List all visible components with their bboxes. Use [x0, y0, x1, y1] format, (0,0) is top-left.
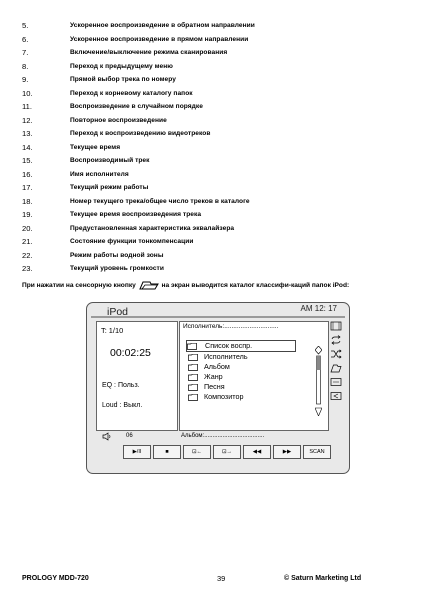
list-item: 9.Прямой выбор трека по номеру [22, 75, 176, 84]
stop-button[interactable]: ■ [153, 445, 181, 459]
title-divider [91, 316, 345, 318]
folder-icon [188, 363, 198, 371]
clock: AM 12: 17 [300, 304, 337, 313]
footer-model: PROLOGY MDD-720 [22, 575, 89, 582]
list-item: 21.Состояние функции тонкомпенсации [22, 237, 194, 246]
list-item: 16.Имя исполнителя [22, 169, 129, 179]
list-item: 10.Переход к корневому каталогу папок [22, 88, 193, 98]
artist-header: Исполнитель:............................… [183, 323, 279, 330]
next-track-button[interactable]: ⊡→ [213, 445, 241, 459]
category-item[interactable]: Список воспр. [186, 340, 296, 352]
list-item: 5.Ускоренное воспроизведение в обратном … [22, 21, 255, 30]
list-item: 13.Переход к воспроизведению видеотреков [22, 129, 211, 138]
scroll-down-icon [315, 407, 322, 416]
list-item: 12.Повторное воспроизведение [22, 115, 167, 125]
folder-root-icon[interactable] [330, 363, 342, 373]
volume-icon [102, 432, 111, 441]
scroll-thumb [316, 356, 321, 370]
list-item: 20.Предустановленная характеристика эква… [22, 223, 235, 233]
intro-text-before: При нажатии на сенсорную кнопку [22, 282, 136, 289]
folder-icon [188, 383, 198, 391]
rewind-button[interactable]: ◀◀ [243, 445, 271, 459]
list-item: 15.Воспроизводимый трек [22, 156, 150, 165]
folder-icon [188, 353, 198, 361]
album-header: Альбом:.................................… [181, 433, 265, 439]
list-item: 17.Текущий режим работы [22, 183, 149, 192]
keypad-icon[interactable] [330, 377, 342, 387]
scrollbar[interactable] [315, 346, 322, 416]
category-item[interactable]: Композитор [188, 392, 296, 402]
footer-copyright: © Saturn Marketing Ltd [284, 575, 362, 582]
scan-button[interactable]: SCAN [303, 445, 331, 459]
list-item: 23.Текущий уровень громкости [22, 264, 164, 273]
list-item: 7.Включение/выключение режима сканирован… [22, 48, 228, 57]
list-item: 8.Переход к предыдущему меню [22, 61, 173, 71]
numbered-list: 5.Ускоренное воспроизведение в обратном … [22, 19, 402, 276]
track-number: T: 1/10 [101, 326, 124, 335]
category-panel: Исполнитель:............................… [179, 321, 329, 431]
list-item: 22.Режим работы водной зоны [22, 250, 164, 260]
playback-info-panel: T: 1/10 00:02:25 EQ : Польз. Loud : Выкл… [96, 321, 178, 431]
side-buttons [330, 321, 344, 405]
category-item[interactable]: Исполнитель [188, 352, 296, 362]
shuffle-icon[interactable] [330, 349, 342, 359]
category-item[interactable]: Жанр [188, 372, 296, 382]
category-list: Список воспр. Исполнитель Альбом Жанр Пе… [186, 340, 296, 402]
list-item: 11.Воспроизведение в случайном порядке [22, 102, 203, 111]
list-item: 6.Ускоренное воспроизведение в прямом на… [22, 34, 249, 44]
back-menu-icon[interactable] [330, 391, 342, 401]
play-pause-button[interactable]: ▶/II [123, 445, 151, 459]
eq-status: EQ : Польз. [102, 382, 140, 389]
folder-icon [188, 393, 198, 401]
video-icon[interactable] [330, 321, 342, 331]
repeat-icon[interactable] [330, 335, 342, 345]
scroll-up-icon [315, 346, 322, 355]
page-number: 39 [217, 574, 226, 583]
intro-paragraph: При нажатии на сенсорную кнопку на экран… [22, 280, 402, 292]
status-bar: 06 Альбом:..............................… [96, 431, 328, 442]
fast-forward-button[interactable]: ▶▶ [273, 445, 301, 459]
control-buttons: ▶/II ■ ⊡← ⊡→ ◀◀ ▶▶ SCAN [123, 445, 333, 459]
intro-text-after: на экран выводится каталог классифи-каци… [161, 282, 350, 289]
list-item: 19.Текущее время воспроизведения трека [22, 210, 202, 219]
screen-title: iPod [107, 306, 129, 318]
folder-touch-icon [138, 281, 159, 290]
ipod-screen: iPod AM 12: 17 T: 1/10 00:02:25 EQ : Пол… [86, 302, 350, 474]
volume-level: 06 [126, 433, 133, 439]
list-item: 18.Номер текущего трека/общее число трек… [22, 196, 250, 206]
prev-track-button[interactable]: ⊡← [183, 445, 211, 459]
folder-icon [187, 342, 197, 350]
category-item[interactable]: Альбом [188, 362, 296, 372]
category-item[interactable]: Песня [188, 382, 296, 392]
list-item: 14.Текущее время [22, 142, 121, 152]
playback-time: 00:02:25 [110, 347, 151, 359]
loudness-status: Loud : Выкл. [102, 402, 143, 409]
folder-icon [188, 373, 198, 381]
